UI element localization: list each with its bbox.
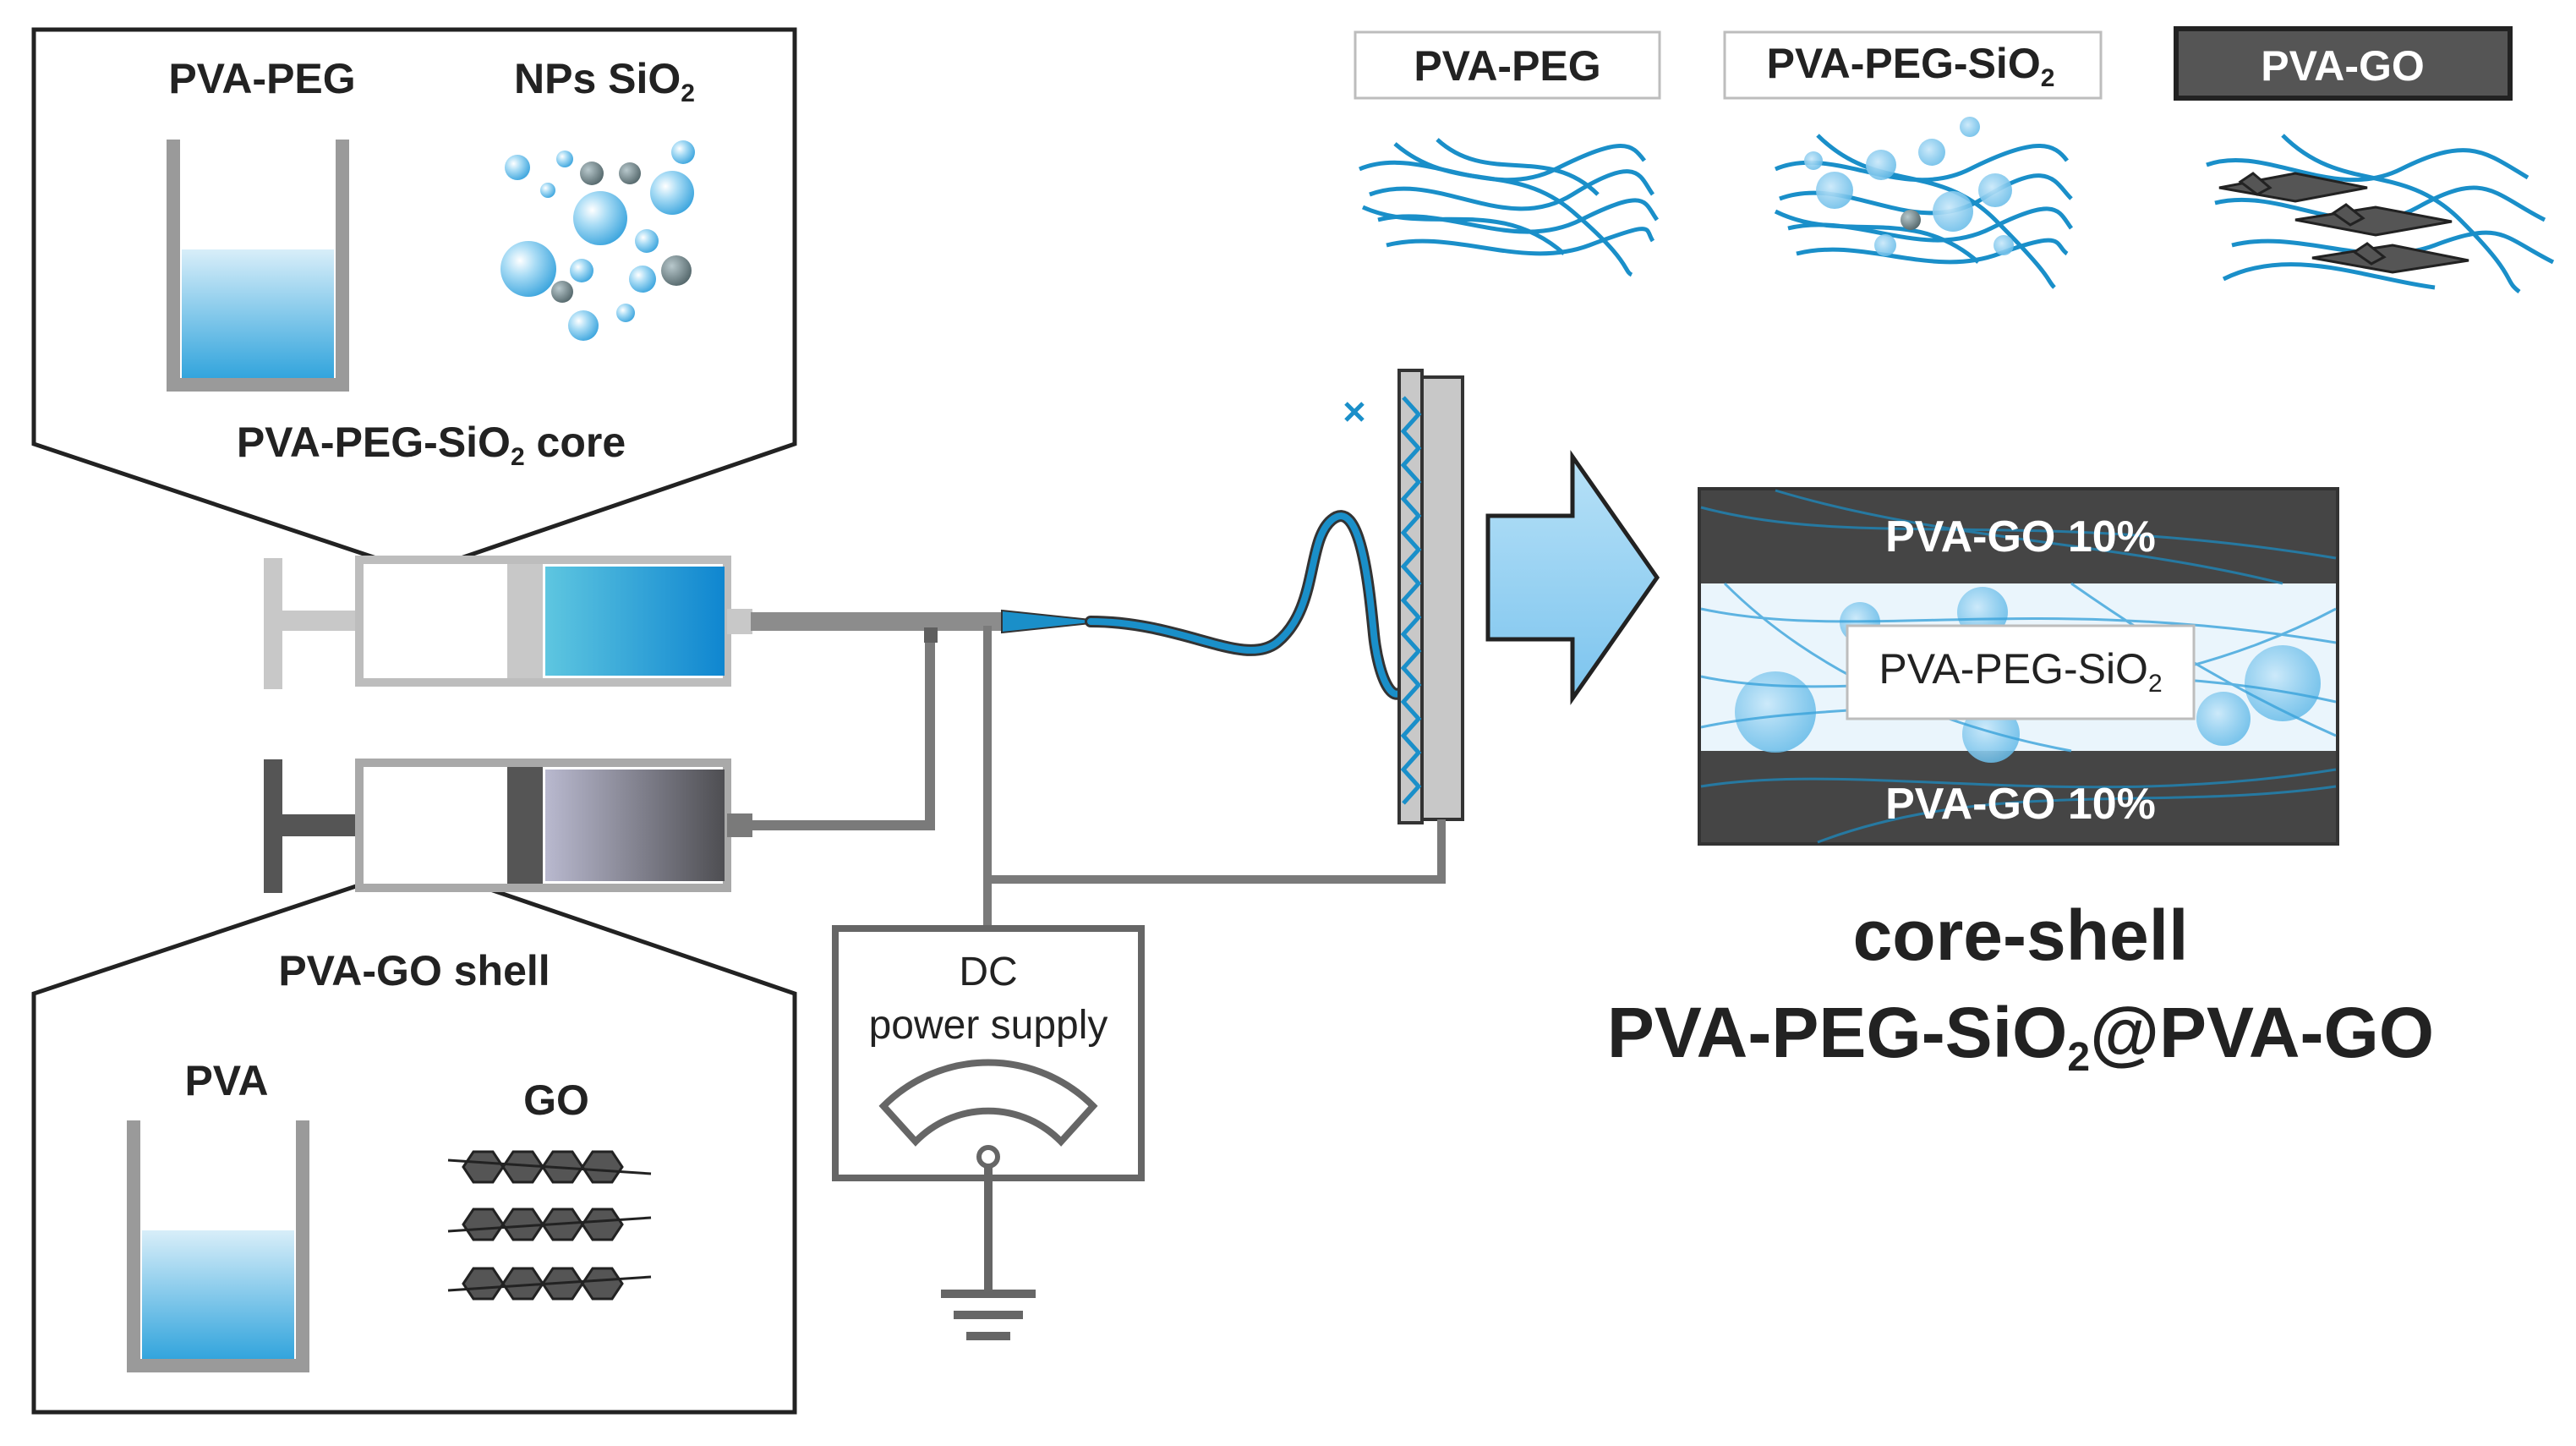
shell-syringe xyxy=(264,759,752,893)
deposited-fiber-mark xyxy=(1344,402,1365,422)
legend-box-pva-peg-sio2 xyxy=(1723,30,2103,100)
core-label-pva-peg: PVA-PEG xyxy=(168,55,355,102)
result-title-line1: core-shell xyxy=(1853,896,2189,975)
go-sheet xyxy=(447,1150,652,1184)
collector-plate xyxy=(1397,369,1464,824)
go-sheets-icon xyxy=(447,1150,652,1301)
result-title-line2: PVA-PEG-SiO2@PVA-GO xyxy=(1607,993,2434,1080)
legend-label-pva-go: PVA-GO xyxy=(2261,42,2425,90)
core-callout-panel xyxy=(31,27,797,561)
beaker-pva xyxy=(127,1120,309,1372)
structure-top-label: PVA-GO 10% xyxy=(1885,512,2156,561)
shell-label-pva: PVA xyxy=(184,1057,268,1104)
core-nanoparticle xyxy=(2196,692,2251,746)
core-label-nps-sio2: NPs SiO2 xyxy=(514,55,695,107)
pva-go-fibers-icon xyxy=(2206,134,2555,293)
spinneret-tip xyxy=(1001,609,1091,634)
coaxial-junction xyxy=(924,627,938,643)
core-syringe xyxy=(264,556,752,689)
beaker-pva-peg xyxy=(167,140,349,392)
process-arrow xyxy=(1485,450,1660,705)
core-caption: PVA-PEG-SiO2 core xyxy=(237,419,626,471)
electrospinning-jet xyxy=(1085,510,1443,700)
legend-label-pva-peg-sio2: PVA-PEG-SiO2 xyxy=(1767,40,2055,92)
shell-label-go: GO xyxy=(523,1076,589,1124)
shell-layer-top xyxy=(1701,490,2336,583)
power-supply-line2: power supply xyxy=(869,1003,1108,1048)
structure-bottom-label: PVA-GO 10% xyxy=(1885,780,2156,829)
power-wiring xyxy=(983,626,1446,928)
structure-middle-label: PVA-PEG-SiO2 xyxy=(1879,645,2162,698)
go-sheet xyxy=(447,1267,652,1301)
ground-icon xyxy=(941,1167,1036,1340)
core-nanoparticle xyxy=(1735,671,1816,753)
go-sheet xyxy=(447,1208,652,1241)
power-supply-line1: DC xyxy=(959,950,1017,994)
gauge-pivot xyxy=(976,1145,1000,1169)
sio2-nanoparticles-icon xyxy=(500,140,695,341)
power-supply-gauge-icon xyxy=(878,1059,1098,1147)
legend-box-pva-peg xyxy=(1354,30,1661,100)
legend-box-pva-go xyxy=(2174,26,2513,101)
shell-caption: PVA-GO shell xyxy=(278,947,550,994)
pva-peg-fibers-icon xyxy=(1359,138,1660,277)
core-shell-structure xyxy=(1698,487,2339,846)
pva-peg-sio2-fibers-icon xyxy=(1774,117,2074,289)
legend-label-pva-peg: PVA-PEG xyxy=(1414,42,1600,90)
feed-tubes xyxy=(751,612,1002,830)
core-label-box xyxy=(1846,624,2196,720)
